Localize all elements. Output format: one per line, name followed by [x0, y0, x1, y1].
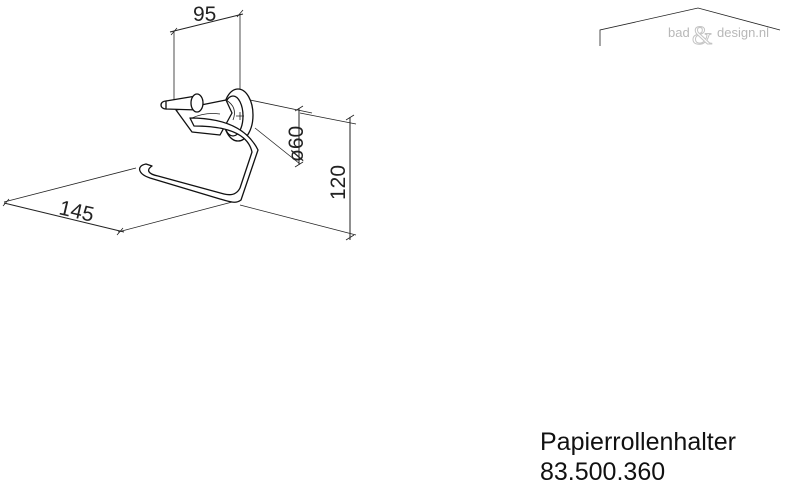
- dimension-depth-label: 145: [57, 196, 96, 226]
- dimension-diameter: ø60: [249, 99, 313, 168]
- watermark-left-text: bad: [668, 25, 690, 40]
- dimension-height-label: 120: [327, 165, 350, 200]
- paper-roll-holder-drawing: [139, 88, 259, 203]
- product-code: 83.500.360: [540, 458, 666, 486]
- dimension-width-top-label: 95: [193, 3, 216, 26]
- dimension-depth: 145: [2, 167, 237, 236]
- holder-rod: [139, 117, 259, 203]
- dimension-width-top: 95: [169, 3, 244, 100]
- dimension-height: 120: [239, 112, 357, 241]
- center-marker: [236, 112, 244, 120]
- dimension-diameter-label: ø60: [285, 126, 308, 162]
- product-name: Papierrollenhalter: [540, 428, 736, 456]
- watermark-ampersand: &: [692, 21, 712, 50]
- watermark-right-text: design.nl: [717, 25, 769, 40]
- product-caption: Papierrollenhalter 83.500.360: [540, 427, 736, 487]
- brand-watermark: bad & design.nl: [599, 7, 781, 51]
